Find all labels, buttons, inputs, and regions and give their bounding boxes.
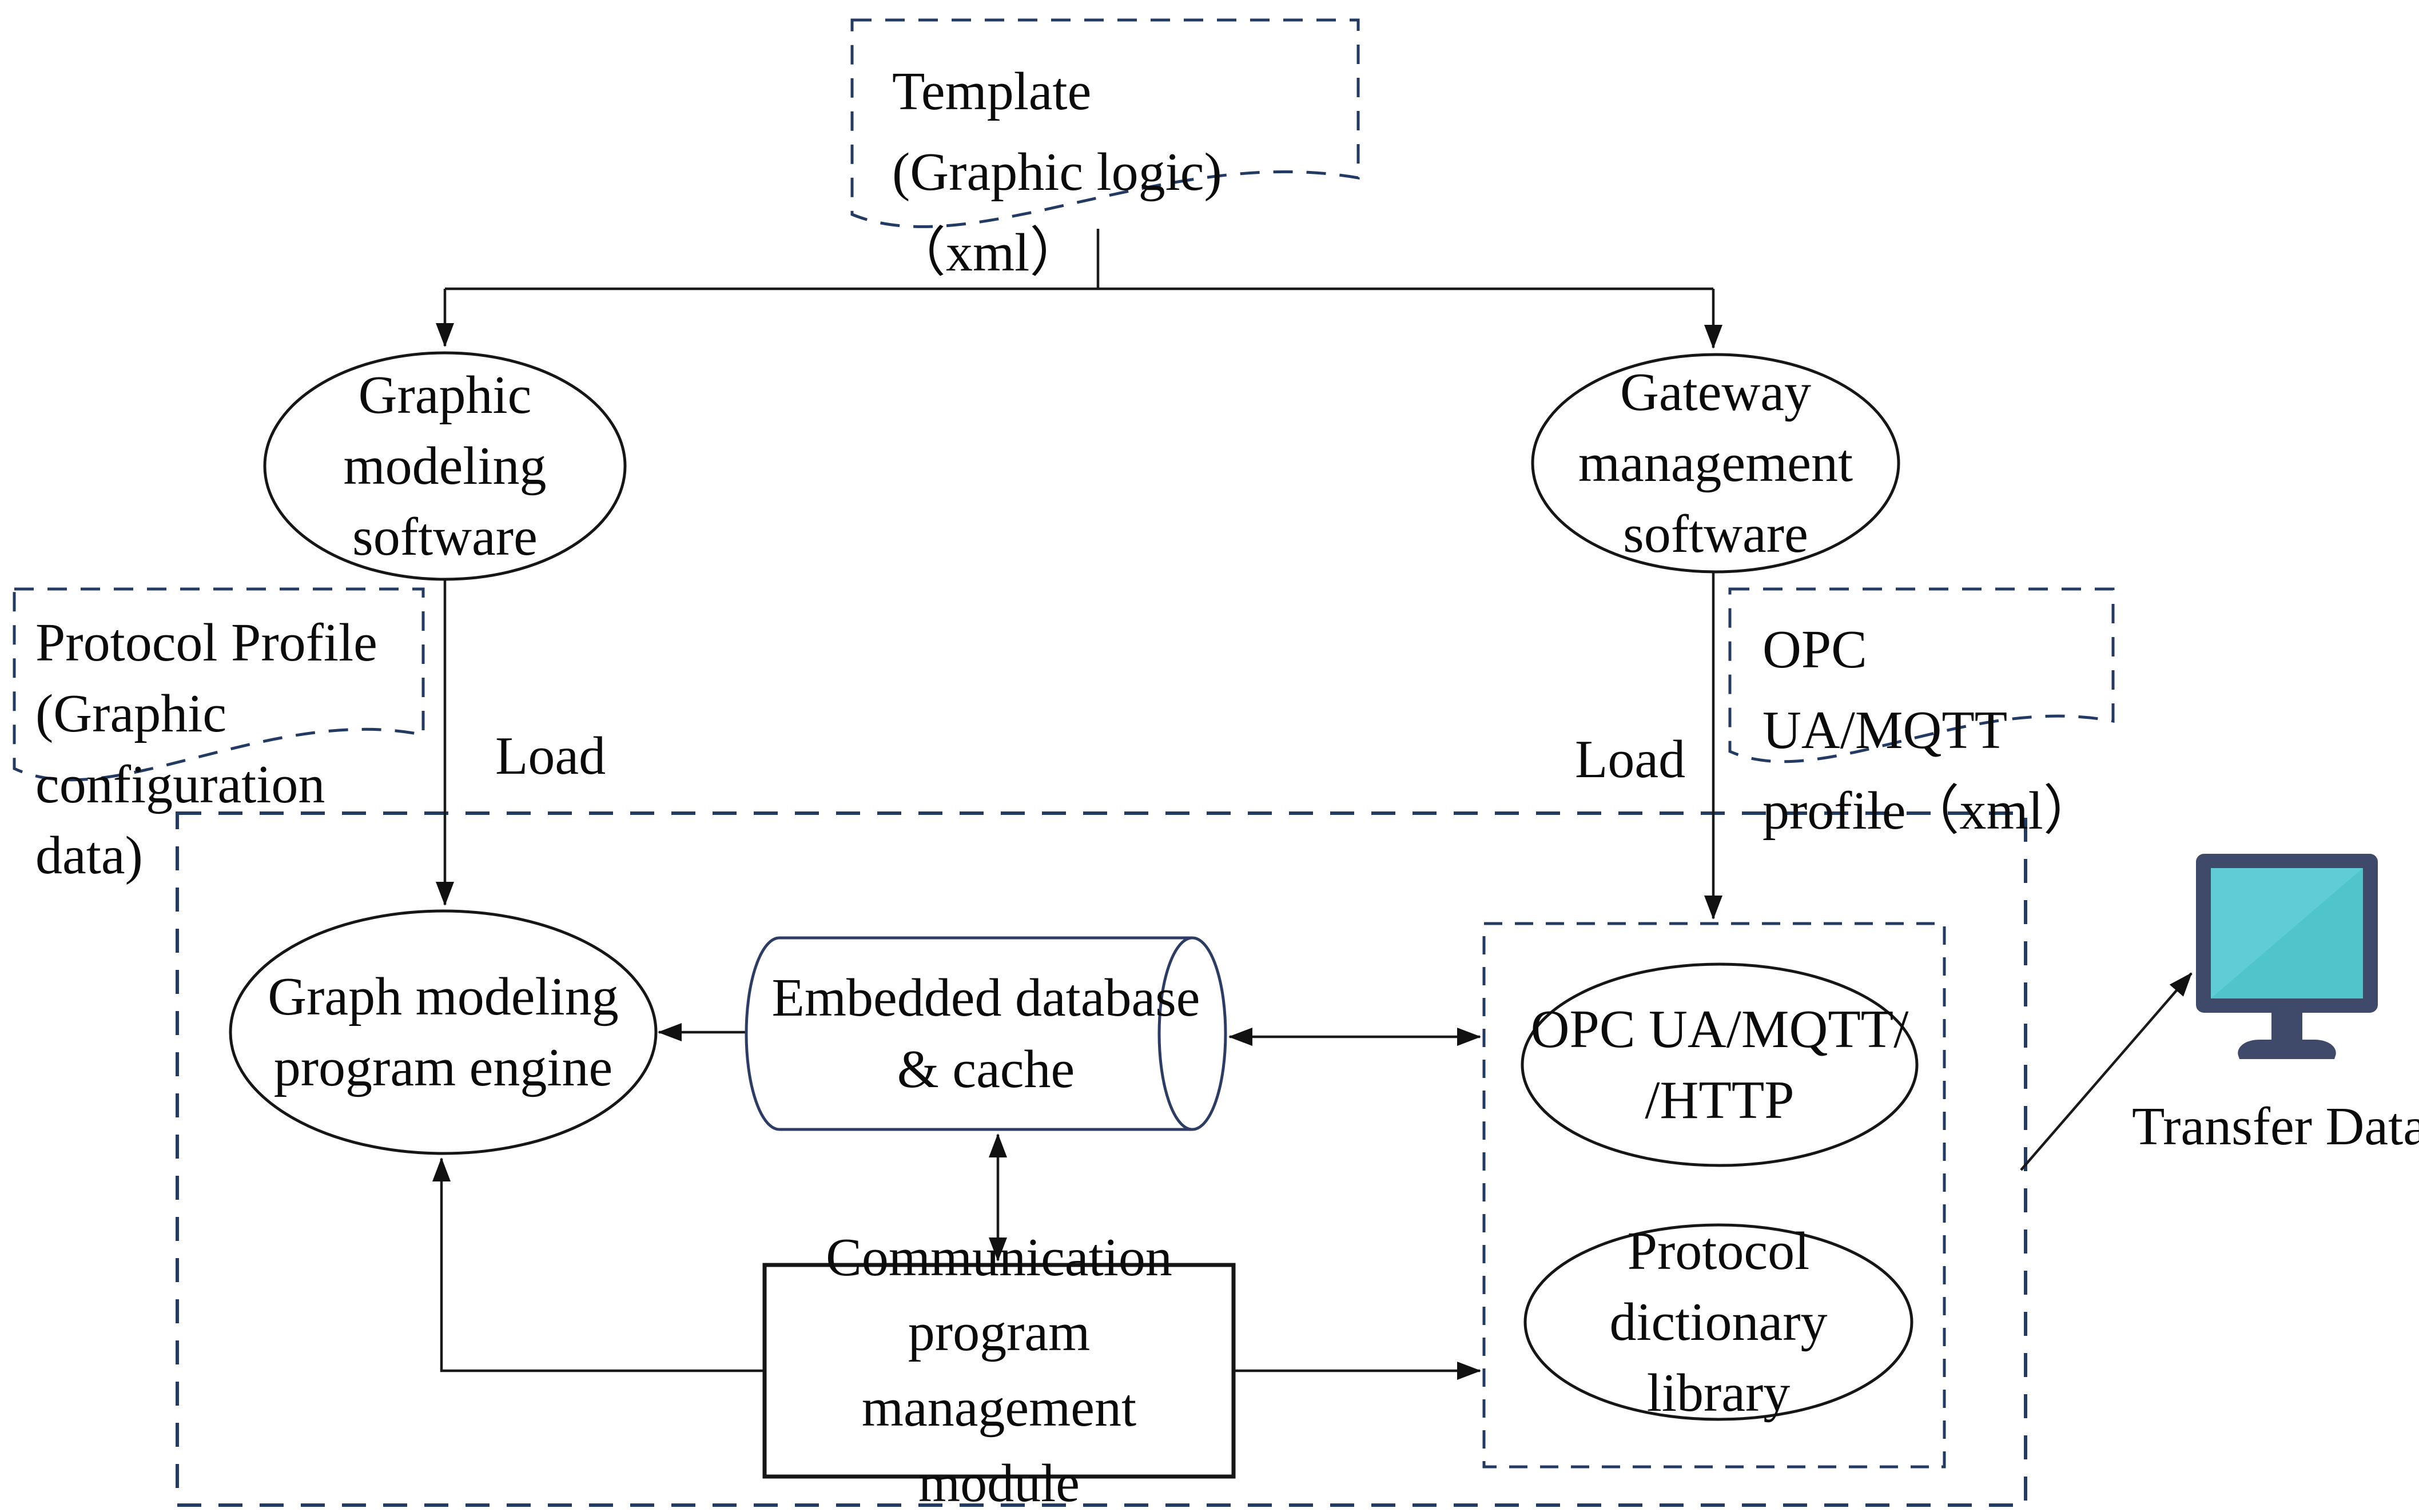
opc-profile-doc-label: OPC UA/MQTT profile（xml） <box>1762 620 2097 841</box>
communication-module-shape <box>762 1263 1236 1479</box>
communication-module-label: Communication program management module <box>826 1227 1172 1512</box>
graph-modeling-engine-shape <box>229 909 658 1155</box>
opc-profile-doc-shape <box>1728 587 2115 763</box>
opc-ua-mqtt-http-shape <box>1521 962 1919 1167</box>
cylinder-body-fill <box>746 938 1192 1129</box>
protocol-profile-doc-shape <box>13 587 425 782</box>
monitor-base <box>2238 1040 2336 1059</box>
monitor-screen-highlight <box>2211 868 2363 998</box>
monitor-neck <box>2271 1012 2302 1040</box>
protocol-dictionary-label: Protocol dictionary library <box>1609 1221 1828 1423</box>
gateway-management-software-label: Gateway management software <box>1578 362 1853 564</box>
cylinder-cap <box>1157 936 1227 1131</box>
protocol-stack-container <box>1482 922 1946 1469</box>
opc-ua-mqtt-http-label: OPC UA/MQTT/ /HTTP <box>1530 999 1909 1130</box>
graph-modeling-engine-label: Graph modeling program engine <box>268 966 619 1097</box>
connector-lines <box>432 229 2193 1380</box>
template-doc-shape <box>850 18 1360 228</box>
protocol-dictionary-shape <box>1523 1223 1913 1421</box>
embedded-database-shape <box>745 936 1227 1131</box>
load-label-right: Load <box>1575 730 1686 789</box>
protocol-profile-doc-label: Protocol Profile (Graphic configuration … <box>35 613 377 886</box>
commmodule-engine-arrow <box>432 1157 765 1372</box>
gateway-runtime-container <box>176 811 2027 1507</box>
graphic-modeling-software-label: Graphic modeling software <box>343 365 547 567</box>
monitor-icon <box>2196 854 2378 1059</box>
transfer-data-label: Transfer Data <box>2132 1096 2419 1156</box>
transfer-data-arrow <box>2020 972 2193 1171</box>
graphic-modeling-software-shape <box>263 351 627 581</box>
load-label-left: Load <box>495 726 606 786</box>
gateway-management-software-shape <box>1531 353 1900 574</box>
embedded-database-label: Embedded database & cache <box>771 968 1200 1099</box>
cylinder-outline <box>745 936 1192 1131</box>
template-doc-label: Template (Graphic logic)（xml） <box>892 62 1222 282</box>
